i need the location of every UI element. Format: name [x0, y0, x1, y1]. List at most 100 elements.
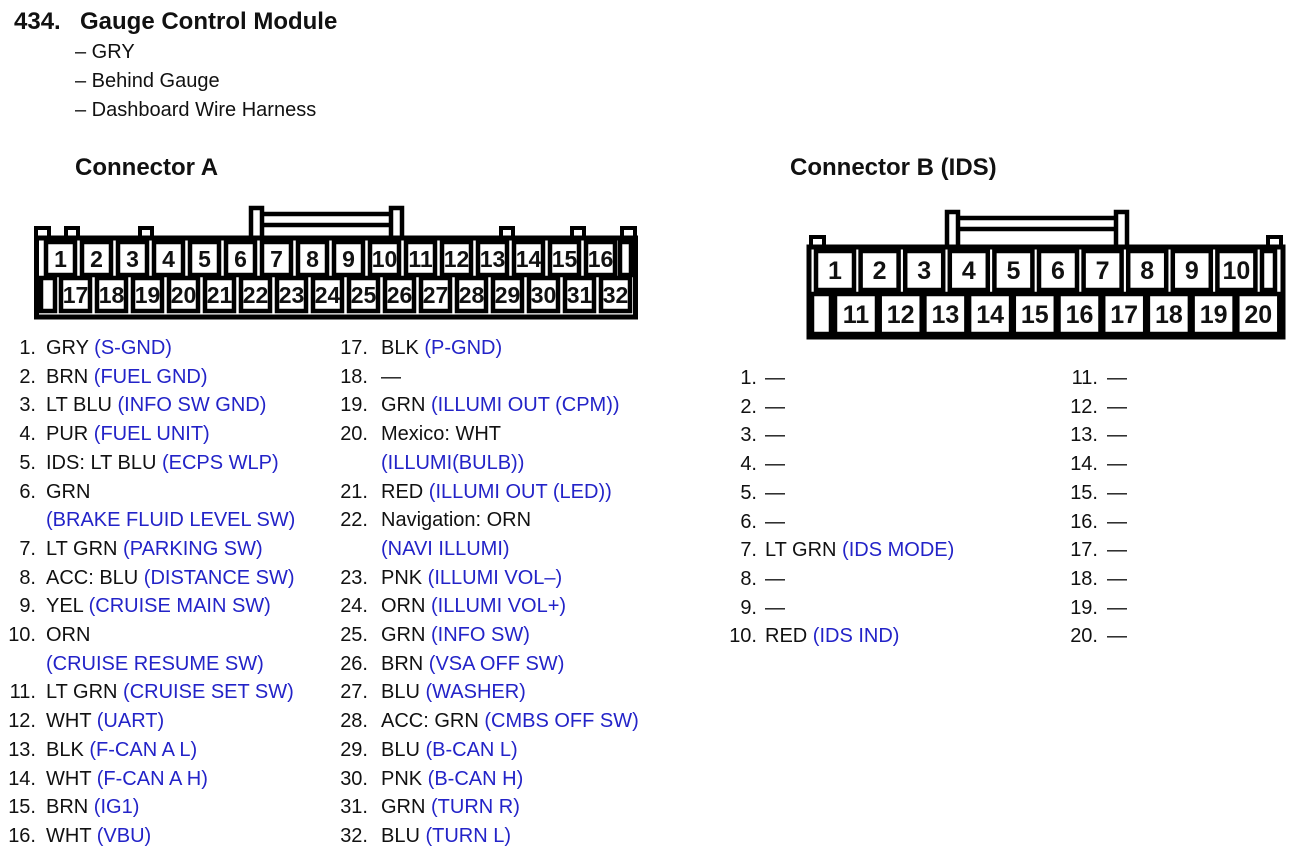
wire-color: —	[765, 481, 785, 504]
pin-description: —	[765, 479, 785, 508]
wire-color: RED	[381, 480, 424, 503]
pin-cell-label: 14	[516, 246, 542, 272]
pin-cell-label: 3	[917, 257, 931, 285]
connector-a-pin-row: 4.PUR (FUEL UNIT)	[8, 420, 295, 449]
signal-name: (DISTANCE SW)	[138, 566, 295, 589]
pin-description: —	[1107, 594, 1127, 623]
wire-color: —	[1107, 481, 1127, 504]
pin-description: WHT (UART)	[46, 707, 164, 736]
connector-a-pin-row: 28.ACC: GRN (CMBS OFF SW)	[330, 707, 639, 736]
pin-description: PNK (B-CAN H)	[381, 765, 523, 794]
pin-cell	[187, 239, 222, 278]
pin-cell-label: 7	[1096, 257, 1110, 285]
pin-cell-label: 13	[480, 246, 506, 272]
pin-number: 1.	[19, 337, 36, 359]
connector-a-pin-row: 20.Mexico: WHT(ILLUMI(BULB))	[330, 420, 639, 477]
pin-description: —	[765, 508, 785, 537]
wire-color: BRN	[46, 365, 89, 388]
lock-bracket-post	[248, 205, 265, 243]
pin-number: 14.	[8, 767, 36, 790]
pin-number: 26.	[340, 652, 368, 675]
pin-description: LT GRN (PARKING SW)	[46, 535, 263, 564]
connector-b-pin-row: 13.—	[1050, 421, 1127, 450]
pin-cell-label: 32	[603, 282, 629, 308]
signal-name: (ILLUMI OUT (CPM))	[425, 394, 620, 417]
wire-color: —	[1107, 596, 1127, 619]
title-bullet: – GRY	[75, 41, 135, 63]
connector-a-pin-row: 10.ORN(CRUISE RESUME SW)	[8, 621, 295, 678]
pin-number: 5.	[19, 451, 36, 474]
pin-number: 11.	[1071, 367, 1098, 389]
pin-cell	[238, 275, 273, 314]
pin-description: PUR (FUEL UNIT)	[46, 420, 210, 449]
signal-name: (IG1)	[88, 796, 140, 819]
pin-description: —	[765, 421, 785, 450]
pin-cell-label: 13	[931, 301, 959, 329]
connector-a-pin-row: 11.LT GRN (CRUISE SET SW)	[8, 678, 295, 707]
pin-cell	[858, 248, 901, 293]
pin-cell	[877, 291, 924, 337]
pin-description: —	[1107, 421, 1127, 450]
pin-cell	[130, 275, 165, 314]
pin-description: GRN (INFO SW)	[381, 621, 530, 650]
connector-a-pin-row: 17.BLK (P-GND)	[330, 334, 639, 363]
pin-number: 16.	[8, 824, 36, 847]
pin-number: 10.	[8, 624, 36, 647]
connector-a-pin-row: 18.—	[330, 363, 639, 392]
pin-description: WHT (F-CAN A H)	[46, 765, 208, 794]
wire-color: —	[381, 365, 401, 388]
pin-description: RED (ILLUMI OUT (LED))	[381, 478, 612, 507]
pin-cell	[1036, 248, 1080, 293]
connector-b-pin-row: 5. —	[710, 479, 954, 508]
pin-cell	[295, 239, 330, 278]
wire-color: —	[1107, 424, 1127, 447]
connector-b-pin-row: 11.—	[1050, 364, 1127, 393]
connector-a-pin-row: 12.WHT (UART)	[8, 707, 295, 736]
signal-name: (IDS IND)	[807, 625, 900, 648]
connector-b-pin-row: 16.—	[1050, 508, 1127, 537]
pin-description: YEL (CRUISE MAIN SW)	[46, 592, 271, 621]
connector-b-pin-row: 6.—	[710, 508, 954, 537]
pin-description: ACC: BLU (DISTANCE SW)	[46, 564, 295, 593]
lock-bracket-post	[1113, 209, 1130, 252]
pin-cell	[992, 248, 1035, 293]
pin-cell-label: 25	[351, 282, 377, 308]
pin-description: BLK (P-GND)	[381, 334, 502, 363]
pin-description: RED (IDS IND)	[765, 622, 899, 651]
connector-b-pin-row: 20.—	[1050, 622, 1127, 651]
signal-name: (PARKING SW)	[117, 537, 263, 560]
connector-b-pin-row: 18.—	[1050, 565, 1127, 594]
pin-number: 21.	[340, 480, 368, 503]
pin-description: GRN (ILLUMI OUT (CPM))	[381, 391, 620, 420]
pin-cell	[1011, 291, 1059, 337]
pin-cell	[79, 239, 114, 278]
wire-color: ORN	[46, 624, 91, 647]
connector-b-pin-row: 1.—	[710, 364, 954, 393]
pin-cell-label: 21	[207, 282, 233, 308]
pin-cell	[403, 239, 438, 278]
wire-color: GRN	[381, 624, 426, 647]
wire-color: LT BLU	[46, 394, 112, 417]
wire-color: WHT	[46, 824, 92, 847]
pin-cell-label: 31	[567, 282, 593, 308]
pin-cell	[259, 239, 294, 278]
pin-cell-label: 7	[270, 246, 283, 272]
pin-cell	[346, 275, 381, 314]
pin-cell-label: 18	[1155, 301, 1183, 329]
connector-b-heading: Connector B (IDS)	[790, 154, 997, 181]
signal-name: (IDS MODE)	[836, 539, 955, 562]
pin-cell-label: 3	[126, 246, 139, 272]
signal-name: (INFO SW GND)	[111, 394, 267, 417]
pin-number: 5.	[740, 481, 757, 504]
pin-cell	[58, 275, 93, 314]
connector-a-pin-row: 6.GRN(BRAKE FLUID LEVEL SW)	[8, 478, 295, 535]
connector-a-pin-row: 13.BLK (F-CAN A L)	[8, 736, 295, 765]
pin-cell	[832, 291, 880, 337]
pin-cell	[1100, 291, 1148, 337]
pin-description: GRN (TURN R)	[381, 793, 520, 822]
wire-color: —	[765, 367, 785, 389]
wire-color: LT GRN	[765, 539, 837, 562]
pin-cell	[382, 275, 417, 314]
wire-color: LT GRN	[46, 537, 118, 560]
wire-color: BLK	[46, 738, 84, 761]
